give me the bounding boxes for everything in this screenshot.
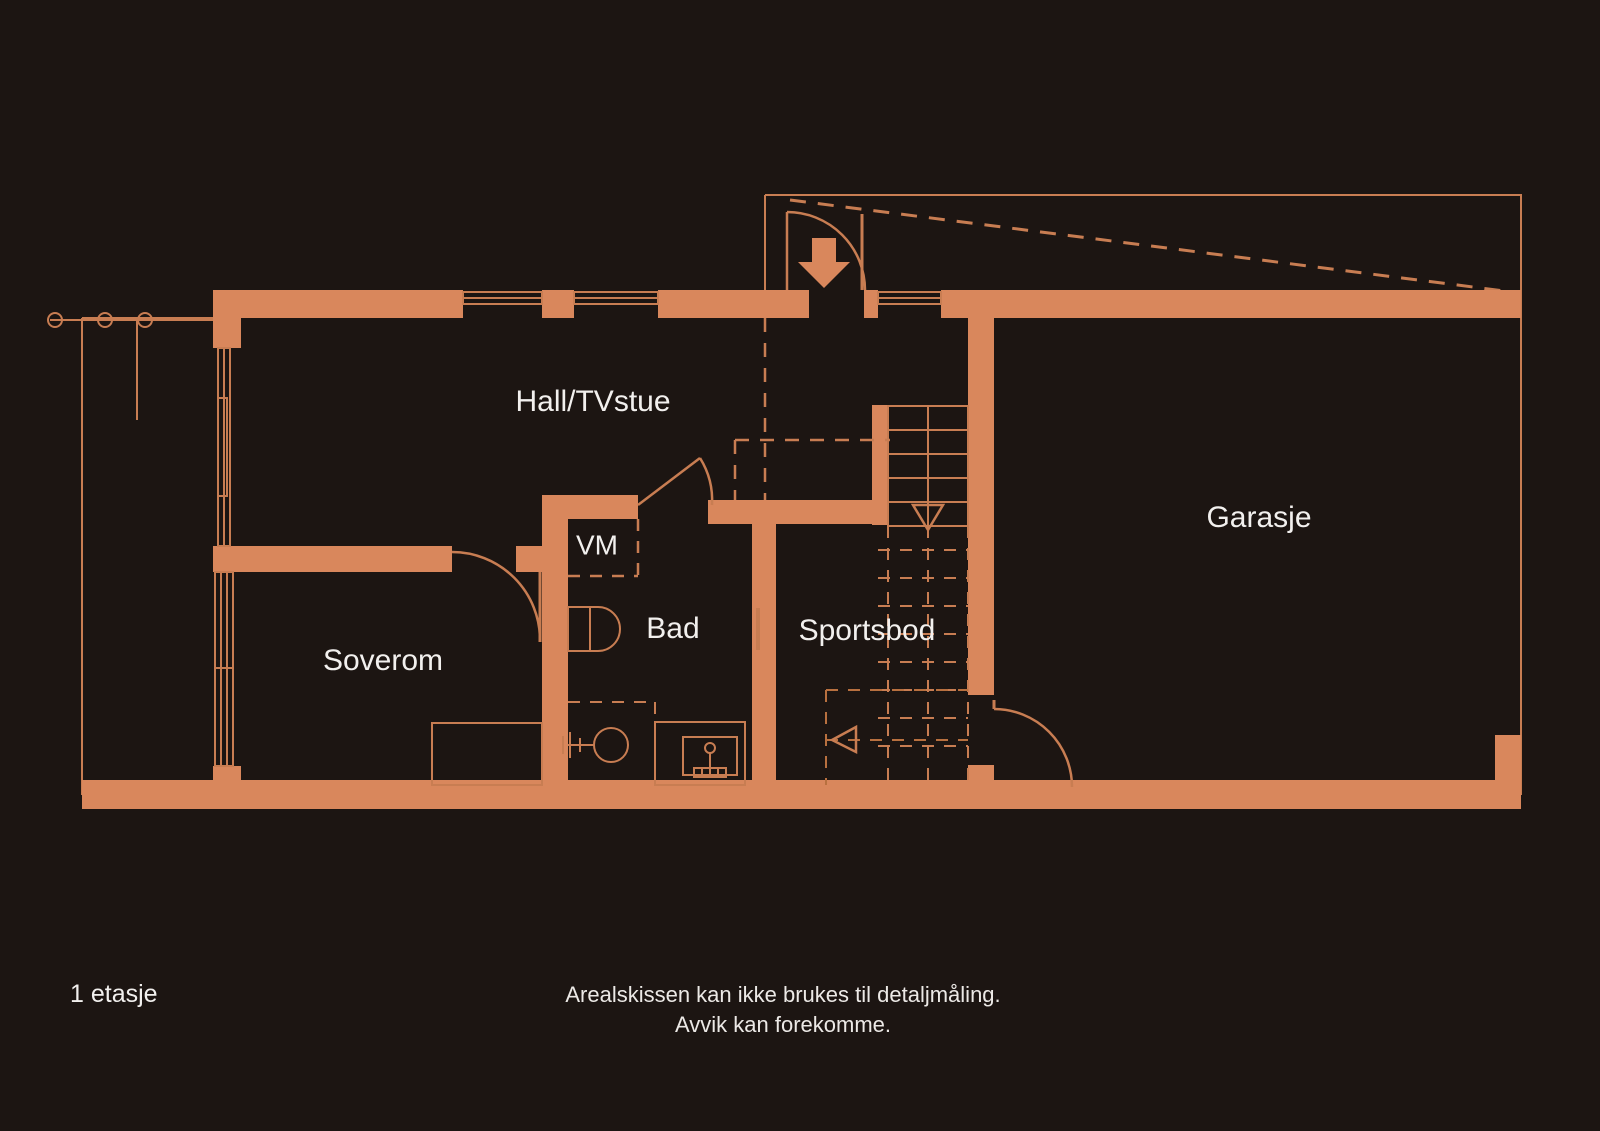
wall-top-b xyxy=(542,290,574,318)
wall-bottom xyxy=(82,780,1521,809)
room-label-garasje: Garasje xyxy=(1206,501,1311,534)
room-label-sportsbod: Sportsbod xyxy=(799,614,936,647)
wall-top-garage-corner xyxy=(1495,290,1521,318)
wall-hall-bottom xyxy=(708,500,888,524)
wall-stair-stub xyxy=(872,405,888,525)
room-label-vm: VM xyxy=(576,529,618,560)
floor-caption: 1 etasje xyxy=(70,980,158,1008)
wall-bad-sportsbod-lower xyxy=(752,650,776,785)
canopy-outline xyxy=(765,194,1522,296)
staircase xyxy=(887,405,969,527)
wall-garage-right-lower xyxy=(1495,735,1521,787)
window-top-1 xyxy=(462,291,543,305)
railing-post-icon xyxy=(47,312,63,328)
window-top-2 xyxy=(573,291,659,305)
wall-top-garage xyxy=(985,290,1503,318)
stair-dashed-continuation xyxy=(878,526,969,785)
window-left-1 xyxy=(217,347,231,547)
shower-zone-dashed xyxy=(568,701,656,785)
railing-post-icon xyxy=(137,312,153,328)
bathroom-door-swing xyxy=(637,457,714,506)
railing-post-icon xyxy=(97,312,113,328)
entrance-door-swing xyxy=(785,210,867,291)
bathtub-cabinet-icon xyxy=(654,721,746,786)
stairs-down-arrow xyxy=(910,503,946,533)
sink-icon xyxy=(562,727,629,763)
wall-bad-sportsbod-upper xyxy=(752,500,776,650)
garage-door-swing xyxy=(992,700,1074,788)
doors xyxy=(451,210,1074,788)
sportsbod-storage-dashed xyxy=(825,689,968,785)
bathroom-fixtures xyxy=(431,606,746,786)
wall-entry-left-jamb xyxy=(787,290,809,318)
wall-top-c xyxy=(658,290,787,318)
site-outline xyxy=(81,194,1522,795)
wall-left-upper xyxy=(213,290,241,348)
wall-entry-right-jamb xyxy=(864,290,878,318)
vm-appliance-dashed xyxy=(568,519,640,578)
wall-vm-top xyxy=(542,495,638,519)
wall-top-a xyxy=(213,290,463,318)
hall-dashed-closet xyxy=(733,318,890,500)
room-label-hall-tvstue: Hall/TVstue xyxy=(515,385,670,418)
windows xyxy=(214,291,942,767)
disclaimer-line-1: Arealskissen kan ikke brukes til detaljm… xyxy=(565,982,1000,1007)
canopy-dashed-diagonal xyxy=(789,198,1521,295)
railing-assembly xyxy=(47,312,222,420)
room-label-bad: Bad xyxy=(646,612,699,645)
wall-hall-soverom xyxy=(213,546,452,572)
window-top-3 xyxy=(877,291,942,305)
room-label-soverom: Soverom xyxy=(323,644,443,677)
wall-sportsbod-garasje-lower xyxy=(968,765,994,787)
storage-direction-arrow xyxy=(829,724,858,755)
wall-bad-left xyxy=(542,495,568,785)
disclaimer-line-2: Avvik kan forekomme. xyxy=(675,1012,891,1037)
toilet-icon xyxy=(567,606,621,652)
bedroom-door-swing xyxy=(451,550,542,642)
window-left-2 xyxy=(214,571,234,767)
wall-sportsbod-garasje-upper xyxy=(968,300,994,695)
soverom-wardrobe-outline xyxy=(431,722,543,786)
canopy-diagonal-line xyxy=(789,198,1521,295)
entry-direction-arrow xyxy=(798,238,850,288)
wall-soverom-door-jamb xyxy=(516,546,542,572)
walls xyxy=(82,290,1521,809)
